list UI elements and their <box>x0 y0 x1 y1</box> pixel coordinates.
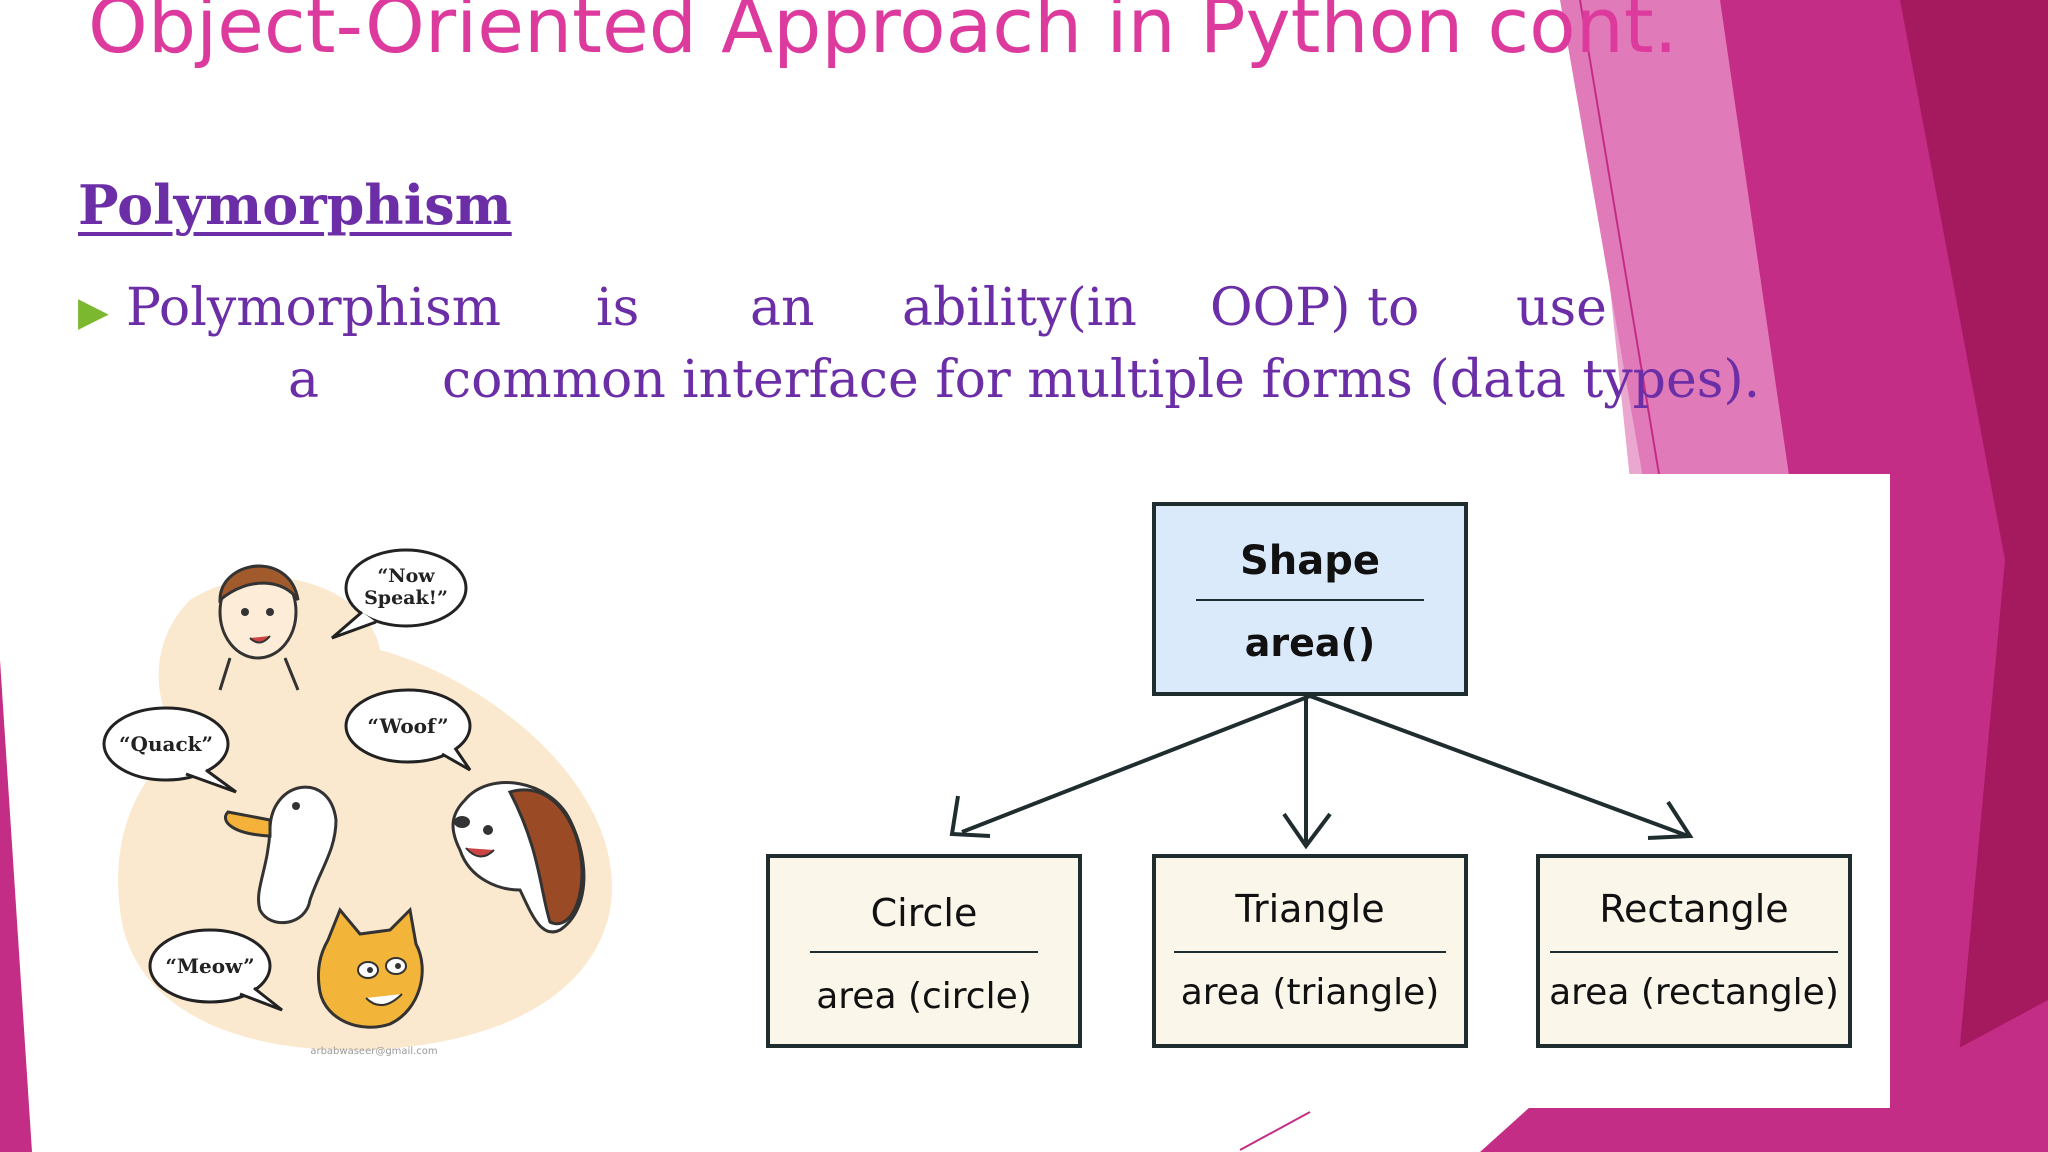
uml-child-method: area (triangle) <box>1181 972 1440 1013</box>
uml-child-name: Triangle <box>1234 887 1384 931</box>
uml-parent-shape: Shape area() <box>1152 502 1468 696</box>
deco-line-bottom <box>1239 1111 1311 1151</box>
deco-shape-left <box>0 660 32 1152</box>
uml-connectors <box>949 694 1694 850</box>
uml-diagram: Shape area() Circle area (circle) Triang… <box>766 502 1852 1048</box>
dog-character <box>451 781 586 934</box>
duck-character <box>223 785 338 925</box>
bubble-meow-text: “Meow” <box>165 954 254 978</box>
boy-character <box>218 564 300 691</box>
section-heading: Polymorphism <box>78 173 512 237</box>
polymorphism-illustration: “Now Speak!” “Woof” “Quack” “Meow” <box>102 548 612 1057</box>
uml-child-rectangle: Rectangle area (rectangle) <box>1536 854 1852 1048</box>
uml-child-method: area (circle) <box>816 976 1032 1017</box>
arrowhead-rectangle <box>1647 800 1694 840</box>
connector-to-rectangle <box>1309 694 1689 838</box>
arrowhead-circle <box>949 795 991 838</box>
bullet-word: interface for multiple forms (data types… <box>682 350 1761 410</box>
uml-child-circle: Circle area (circle) <box>766 854 1082 1048</box>
bubble-speak-text: Speak!” <box>364 587 448 609</box>
uml-parent-method: area() <box>1245 621 1376 665</box>
uml-child-name: Circle <box>871 891 978 935</box>
bullet-word: common <box>442 350 666 410</box>
bullet-word: OOP) to <box>1210 278 1420 338</box>
bullet-word: a <box>288 350 320 410</box>
deco-shape-dark <box>1900 0 2048 1152</box>
connector-to-circle <box>961 694 1311 834</box>
speech-bubble-now-speak: “Now Speak!” <box>331 548 468 640</box>
speech-bubble-meow: “Meow” <box>148 928 283 1012</box>
bullet-word: an <box>750 278 815 338</box>
background-blob <box>118 577 612 1050</box>
arrowhead-triangle <box>1282 812 1332 850</box>
bullet-word: use <box>1516 278 1607 338</box>
speech-bubble-woof: “Woof” <box>344 688 472 772</box>
cat-character <box>316 906 424 1029</box>
bullet-word: is <box>596 278 640 338</box>
bubble-woof-text: “Woof” <box>367 714 448 738</box>
speech-bubble-quack: “Quack” <box>102 706 237 794</box>
deco-line-top <box>1579 0 1661 481</box>
bullet-word: ability(in <box>902 278 1137 338</box>
slide-title: Object-Oriented Approach in Python cont. <box>88 0 1678 70</box>
triangle-right-icon: ▶ <box>78 289 109 335</box>
bullet-word: Polymorphism <box>126 278 502 338</box>
deco-shape-bottom <box>1480 1000 2048 1152</box>
bubble-quack-text: “Quack” <box>119 732 213 756</box>
bubble-now-text: “Now <box>377 565 435 587</box>
uml-child-triangle: Triangle area (triangle) <box>1152 854 1468 1048</box>
illustration-credit: arbabwaseer@gmail.com <box>310 1046 437 1057</box>
uml-parent-name: Shape <box>1240 538 1380 584</box>
uml-child-method: area (rectangle) <box>1549 972 1839 1013</box>
uml-child-name: Rectangle <box>1599 887 1788 931</box>
